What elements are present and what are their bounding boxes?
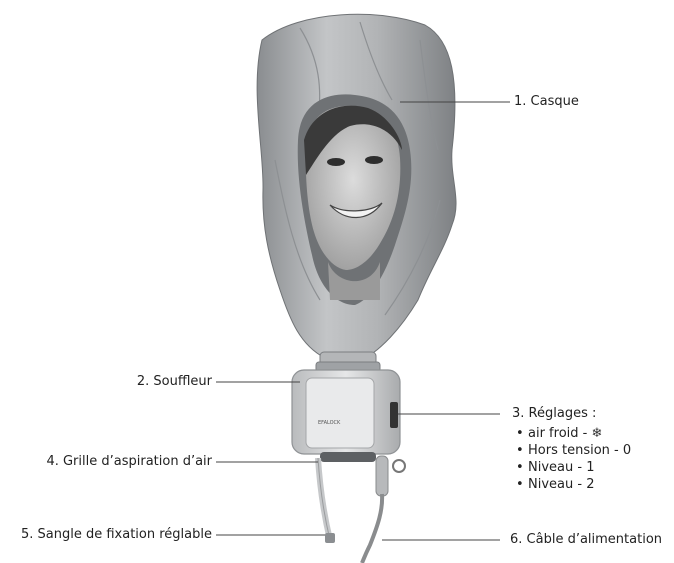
reglages-title: 3. Réglages :: [512, 406, 631, 422]
label-reglages: 3. Réglages : air froid - ❄ Hors tension…: [512, 406, 631, 493]
strap: [318, 458, 335, 543]
settings-list: air froid - ❄ Hors tension - 0 Niveau - …: [512, 425, 631, 493]
snowflake-icon: ❄: [591, 426, 602, 441]
label-grille: 4. Grille d’aspiration d’air: [46, 454, 212, 470]
setting-niveau-1: Niveau - 1: [512, 459, 631, 476]
settings-switch: [390, 402, 398, 428]
connection-tube: [316, 352, 380, 372]
power-cable: [362, 456, 388, 563]
label-casque: 1. Casque: [514, 94, 579, 110]
label-sangle: 5. Sangle de fixation réglable: [21, 527, 212, 543]
label-souffleur: 2. Souffleur: [137, 374, 212, 390]
air-intake-grill: [320, 452, 376, 462]
blower-unit: EFALOCK: [292, 370, 405, 472]
setting-hors-tension: Hors tension - 0: [512, 442, 631, 459]
label-cable: 6. Câble d’alimentation: [510, 532, 662, 548]
setting-air-froid: air froid - ❄: [512, 425, 631, 442]
setting-niveau-2: Niveau - 2: [512, 476, 631, 493]
brand-logo: EFALOCK: [318, 420, 341, 426]
